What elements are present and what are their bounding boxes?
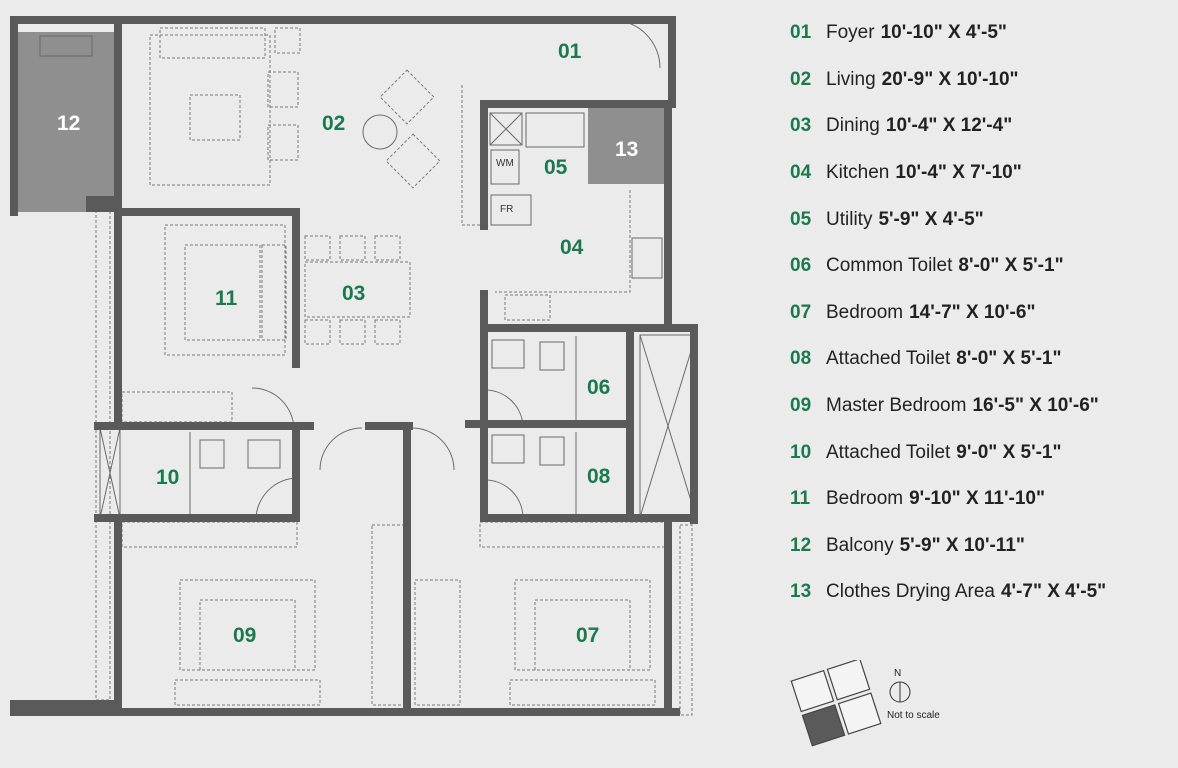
- legend-room-name: Common Toilet: [826, 255, 953, 277]
- key-plan-tiles: [790, 660, 882, 747]
- balcony-area: [18, 32, 114, 212]
- legend-room-name: Balcony: [826, 534, 894, 556]
- room-label-08: 08: [587, 465, 611, 488]
- legend-number: 04: [790, 162, 812, 184]
- legend-room-name: Kitchen: [826, 162, 890, 184]
- legend-room-name: Master Bedroom: [826, 395, 967, 417]
- room-label-10: 10: [156, 466, 180, 489]
- legend-dimension: 10'-4" X 7'-10": [895, 162, 1022, 184]
- room-label-09: 09: [233, 624, 257, 647]
- legend-dimension: 16'-5" X 10'-6": [972, 395, 1099, 417]
- legend-room-name: Utility: [826, 208, 873, 230]
- legend-number: 02: [790, 68, 812, 90]
- legend-number: 10: [790, 441, 812, 463]
- legend-dimension: 9'-10" X 11'-10": [909, 488, 1045, 510]
- legend-number: 08: [790, 348, 812, 370]
- legend-dimension: 10'-4" X 12'-4": [885, 115, 1013, 137]
- room-label-01: 01: [558, 40, 582, 63]
- fridge-label: FR: [500, 204, 514, 215]
- legend-number: 11: [790, 488, 811, 510]
- room-label-07: 07: [576, 624, 600, 647]
- legend-room-name: Clothes Drying Area: [826, 581, 995, 603]
- legend-dimension: 5'-9" X 4'-5": [878, 208, 984, 230]
- room-label-12: 12: [57, 112, 81, 135]
- legend-number: 06: [790, 255, 812, 277]
- legend-dimension: 20'-9" X 10'-10": [881, 68, 1019, 90]
- legend-dimension: 8'-0" X 5'-1": [958, 255, 1064, 277]
- washing-machine-label: WM: [496, 158, 514, 169]
- legend-number: 05: [790, 208, 812, 230]
- legend-number: 09: [790, 395, 812, 417]
- scale-note: Not to scale: [887, 710, 940, 721]
- legend-number: 03: [790, 115, 812, 137]
- room-label-11: 11: [215, 287, 238, 310]
- room-label-03: 03: [342, 282, 366, 305]
- north-arrow-icon: [889, 681, 911, 703]
- legend-dimension: 8'-0" X 5'-1": [956, 348, 1062, 370]
- legend-room-name: Attached Toilet: [826, 441, 951, 463]
- legend-dimension: 14'-7" X 10'-6": [909, 301, 1036, 323]
- room-label-13: 13: [615, 138, 639, 161]
- legend-number: 13: [790, 581, 812, 603]
- legend-dimension: 5'-9" X 10'-11": [899, 534, 1025, 556]
- walls: [10, 16, 698, 716]
- room-label-02: 02: [322, 112, 346, 135]
- drying-area: [588, 108, 664, 184]
- legend-dimension: 4'-7" X 4'-5": [1000, 581, 1107, 603]
- legend-room-name: Bedroom: [826, 301, 904, 323]
- north-label: N: [894, 668, 902, 679]
- legend-room-name: Bedroom: [826, 488, 904, 510]
- legend-number: 07: [790, 301, 812, 323]
- key-plan: [790, 660, 911, 747]
- round-table: [39, 19, 697, 521]
- room-label-06: 06: [587, 376, 611, 399]
- legend-room-name: Living: [826, 68, 876, 90]
- legend-room-name: Attached Toilet: [826, 348, 951, 370]
- legend-number: 01: [790, 22, 812, 44]
- floor-plan: [10, 16, 698, 716]
- legend-dimension: 10'-10" X 4'-5": [880, 22, 1007, 44]
- legend-room-name: Dining: [826, 115, 880, 137]
- legend-number: 12: [790, 534, 812, 556]
- legend-room-name: Foyer: [826, 22, 875, 44]
- legend-dimension: 9'-0" X 5'-1": [956, 441, 1062, 463]
- room-label-04: 04: [560, 236, 584, 259]
- room-label-05: 05: [544, 156, 568, 179]
